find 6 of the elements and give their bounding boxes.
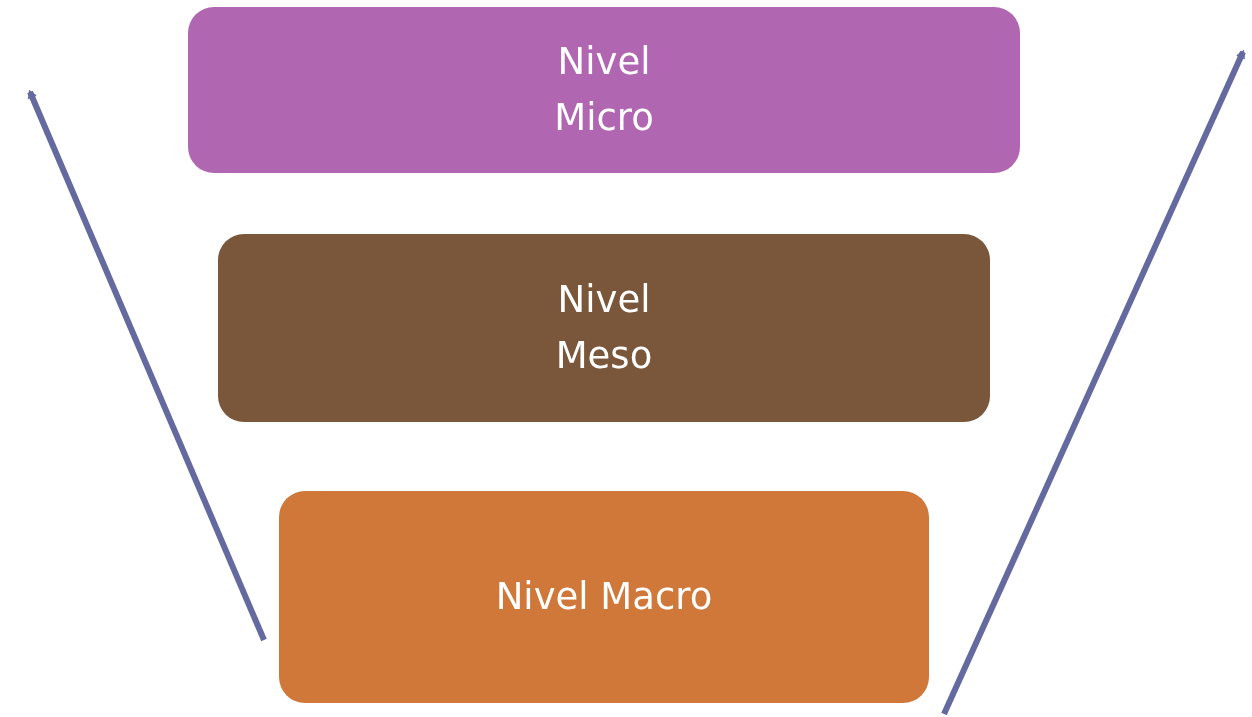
level-label: Nivel Micro [553, 39, 655, 141]
level-box [188, 7, 1020, 173]
level-label: Nivel Meso [554, 277, 654, 379]
level-label: Nivel Macro [495, 574, 713, 620]
level-box [218, 234, 990, 422]
level-box [279, 491, 929, 703]
